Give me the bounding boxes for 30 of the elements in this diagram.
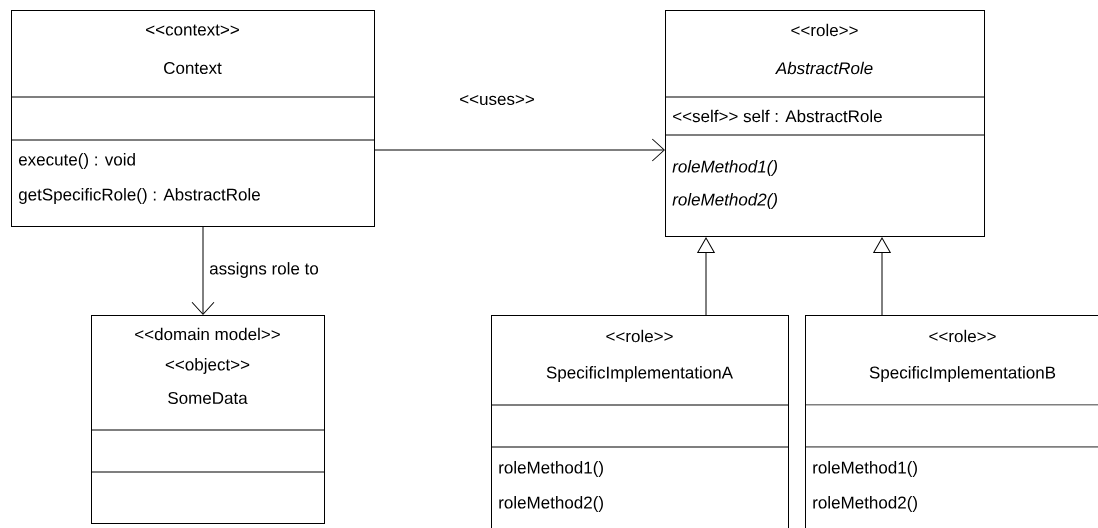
class-label: SpecificImplementationB [869,366,1056,382]
arrow [374,138,665,162]
class-label: AbstractRole [775,61,873,75]
arrow [697,237,715,316]
member-label: roleMethod1() [672,160,777,176]
class-box [10,10,375,227]
class-label: <<domain model>> [135,327,280,341]
member-label: <<self>> self : AbstractRole [673,109,882,123]
class-label: <<role>> [791,23,858,37]
member-label: getSpecificRole() : AbstractRole [18,188,260,204]
edge-label: <<uses>> [460,94,534,106]
class-box [90,315,325,524]
class-label: <<context>> [146,24,239,36]
class-label: Context [164,62,222,75]
member-label: roleMethod1() [499,461,603,477]
class-label: <<object>> [165,358,250,374]
arrow [873,237,891,316]
class-box [490,315,789,528]
class-box [664,10,985,237]
member-label: roleMethod2() [813,496,917,512]
member-label: roleMethod1() [813,461,917,477]
arrow [191,226,215,315]
class-label: <<role>> [606,329,673,343]
member-label: roleMethod2() [499,496,603,512]
member-label: roleMethod2() [672,193,777,209]
class-label: <<role>> [929,329,996,343]
edge-label: assigns role to [209,262,319,278]
class-label: SomeData [168,392,248,405]
member-label: execute() : void [18,153,135,169]
class-label: SpecificImplementationA [546,366,733,382]
